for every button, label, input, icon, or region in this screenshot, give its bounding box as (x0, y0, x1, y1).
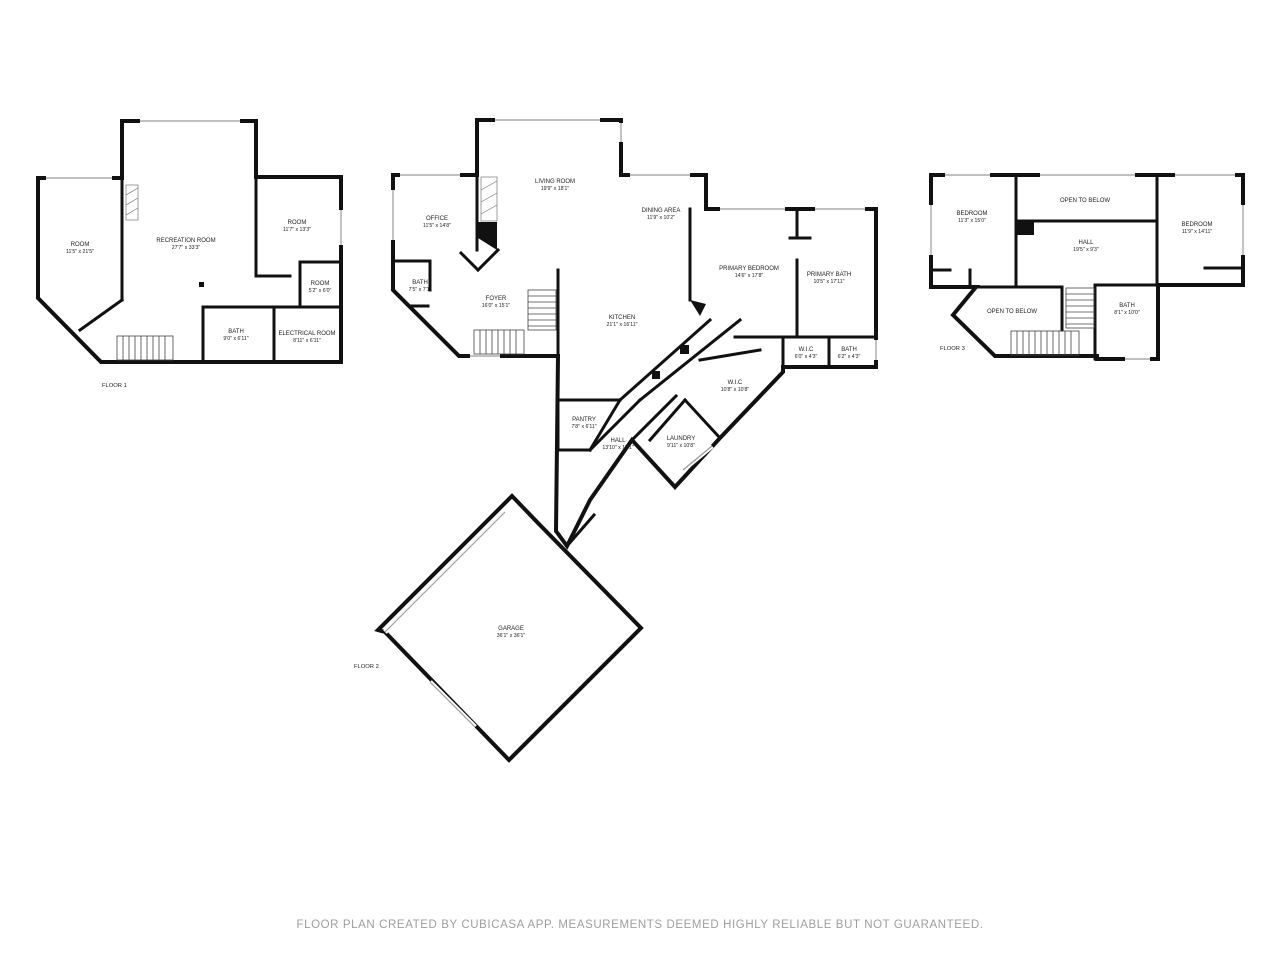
room-dimensions: 14'6" x 17'8" (735, 273, 764, 279)
room-dimensions: 11'7" x 13'3" (283, 227, 311, 233)
room-name: HALL (610, 438, 626, 444)
room-dimensions: 19'9" x 18'1" (541, 186, 570, 192)
room-dimensions: 11'9" x 14'11" (1182, 229, 1213, 235)
room-dimensions: 6'2" x 4'3" (838, 354, 861, 360)
room-name: LAUNDRY (667, 436, 696, 442)
room-dimensions: 10'5" x 17'11" (814, 279, 845, 285)
footer-credit: FLOOR PLAN CREATED BY CUBICASA APP. MEAS… (296, 919, 984, 931)
room-name: HALL (1078, 240, 1094, 246)
room-name: LIVING ROOM (535, 179, 575, 185)
room-name: PANTRY (572, 417, 596, 423)
room-dimensions: 36'1" x 36'1" (497, 633, 526, 639)
room-dimensions: 11'3" x 15'0" (958, 218, 986, 224)
room-name: FOYER (486, 296, 507, 302)
room-name: W.I.C (728, 380, 743, 386)
room-name: OPEN TO BELOW (1060, 198, 1110, 204)
room-name: BATH (841, 347, 857, 353)
room-dimensions: 16'0" x 15'1" (482, 303, 511, 309)
room-name: ROOM (311, 281, 330, 287)
room-dimensions: 13'10" x 12'1" (602, 445, 633, 451)
floor-label: FLOOR 2 (354, 664, 379, 670)
room-name: ROOM (288, 220, 307, 226)
room-name: OPEN TO BELOW (987, 309, 1037, 315)
room-name: BATH (412, 280, 428, 286)
room-dimensions: 8'1" x 10'0" (1114, 310, 1140, 316)
floor-3-plan: BEDROOM 11'3" x 15'0" OPEN TO BELOW HALL… (928, 172, 1246, 362)
room-dimensions: 19'5" x 9'3" (1073, 247, 1099, 253)
room-dimensions: 10'8" x 10'8" (721, 387, 750, 393)
room-dimensions: 21'1" x 16'11" (607, 322, 638, 328)
room-dimensions: 11'9" x 10'2" (647, 215, 675, 221)
room-dimensions: 7'5" x 7'1" (409, 287, 432, 293)
room-dimensions: 8'11" x 6'11" (293, 338, 321, 344)
floor-1-plan: ROOM 11'5" x 21'5" RECREATION ROOM 27'7"… (36, 118, 344, 389)
room-dimensions: 6'0" x 4'3" (795, 354, 818, 360)
room-dimensions: 11'5" x 14'8" (423, 223, 451, 229)
room-name: DINING AREA (642, 208, 681, 214)
room-name: W.I.C (799, 347, 814, 353)
room-name: ELECTRICAL ROOM (278, 331, 335, 337)
floor-label: FLOOR 3 (940, 346, 965, 352)
room-name: GARAGE (498, 626, 524, 632)
room-name: PRIMARY BEDROOM (719, 266, 779, 272)
room-name: BATH (228, 329, 244, 335)
room-dimensions: 5'2" x 6'0" (309, 288, 332, 294)
room-name: RECREATION ROOM (156, 238, 215, 244)
room-name: BEDROOM (1181, 222, 1212, 228)
room-dimensions: 9'0" x 6'11" (223, 336, 248, 342)
room-name: ROOM (71, 242, 90, 248)
room-name: OFFICE (426, 216, 448, 222)
room-name: KITCHEN (609, 315, 635, 321)
room-name: PRIMARY BATH (807, 272, 851, 278)
room-dimensions: 11'5" x 21'5" (66, 249, 94, 255)
floor-2-plan: LIVING ROOM 19'9" x 18'1" OFFICE 11'5" x… (354, 117, 879, 763)
room-dimensions: 27'7" x 33'3" (172, 245, 201, 251)
floor-label: FLOOR 1 (102, 383, 127, 389)
room-dimensions: 7'8" x 6'11" (571, 424, 596, 430)
room-dimensions: 9'11" x 10'8" (667, 443, 695, 449)
room-name: BEDROOM (956, 211, 987, 217)
room-name: BATH (1119, 303, 1135, 309)
